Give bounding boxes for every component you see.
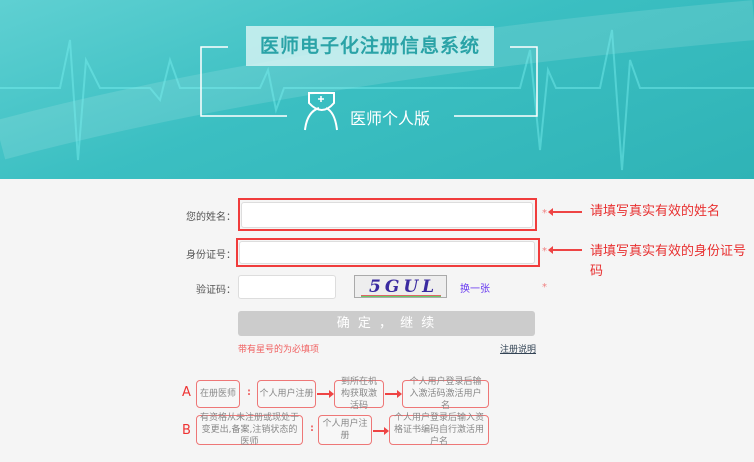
captcha-noise-line bbox=[361, 296, 441, 297]
flow-a-step: 个人用户登录后输入激活码激活用户名 bbox=[402, 377, 489, 411]
required-star: * bbox=[542, 208, 547, 219]
refresh-captcha-link[interactable]: 换一张 bbox=[460, 284, 490, 295]
registration-help-link[interactable]: 注册说明 bbox=[500, 345, 537, 355]
flow-a-who: 在册医师 bbox=[196, 380, 240, 408]
required-star: * bbox=[542, 282, 547, 293]
required-star: * bbox=[542, 246, 547, 257]
confirm-continue-button[interactable]: 确 定 ， 继 续 bbox=[238, 311, 535, 336]
flow-b-step: 个人用户登录后输入资格证书编码自行激活用户名 bbox=[389, 413, 489, 447]
flow-b-who: 有资格从未注册或现处于变更出,备案,注销状态的医师 bbox=[196, 413, 303, 447]
id-highlight bbox=[236, 238, 540, 267]
flow-a-step: 个人用户注册 bbox=[257, 380, 316, 408]
flow-a-letter: A bbox=[182, 385, 191, 400]
name-highlight bbox=[238, 198, 537, 231]
id-label: 身份证号： bbox=[186, 250, 236, 261]
arrow-left-icon bbox=[552, 249, 582, 251]
doctor-icon bbox=[304, 92, 338, 131]
heartbeat-decoration bbox=[0, 0, 754, 171]
arrow-left-icon bbox=[552, 211, 582, 213]
captcha-label: 验证码： bbox=[196, 285, 236, 296]
flow-b-step: 个人用户注册 bbox=[318, 415, 372, 445]
captcha-noise-line bbox=[361, 295, 441, 296]
id-hint: 请填写真实有效的身份证号码 bbox=[590, 244, 747, 279]
arrow-right-icon bbox=[385, 390, 402, 398]
edition-label: 医师个人版 bbox=[350, 109, 431, 128]
header-banner: 医师电子化注册信息系统 医师个人版 bbox=[0, 0, 754, 179]
flow-a-step: 到所在机构获取激活码 bbox=[334, 377, 384, 411]
arrow-right-icon bbox=[373, 427, 389, 435]
captcha-text: 5GUL bbox=[369, 277, 439, 297]
flow-separator: : bbox=[247, 387, 251, 398]
name-hint: 请填写真实有效的姓名 bbox=[590, 204, 721, 219]
captcha-input[interactable] bbox=[238, 275, 336, 299]
flow-b-letter: B bbox=[182, 423, 191, 438]
name-input[interactable] bbox=[241, 202, 533, 228]
name-label: 您的姓名： bbox=[186, 212, 236, 223]
captcha-image[interactable]: 5GUL bbox=[354, 275, 447, 298]
system-title: 医师电子化注册信息系统 bbox=[246, 26, 494, 66]
required-note: 带有星号的为必填项 bbox=[238, 345, 320, 355]
flow-separator: : bbox=[310, 423, 314, 434]
id-number-input[interactable] bbox=[239, 241, 535, 264]
arrow-right-icon bbox=[317, 390, 334, 398]
